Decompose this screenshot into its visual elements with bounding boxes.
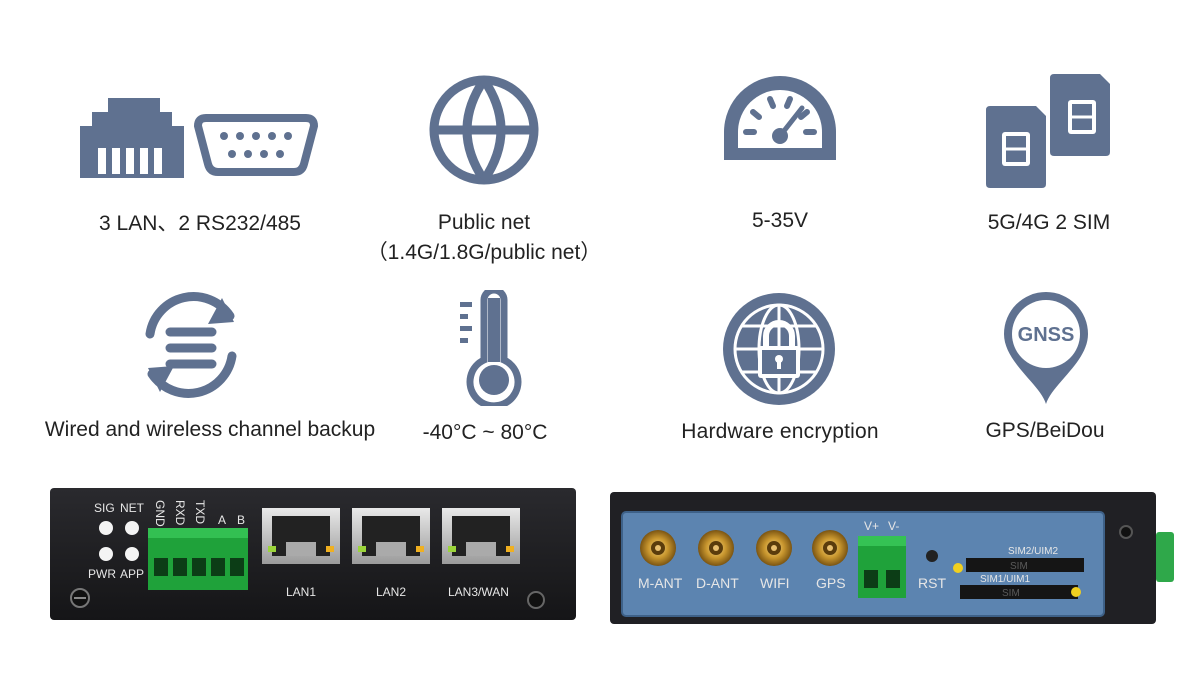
led-label-sig: SIG xyxy=(94,501,115,515)
sim2-label: SIM2/UIM2 xyxy=(1008,546,1058,557)
sim1-slot-text: SIM xyxy=(1002,588,1020,599)
gnss-pin-icon: GNSS xyxy=(1004,292,1088,404)
feature-label-gps: GPS/BeiDou xyxy=(985,419,1105,442)
pin-label-txd: TXD xyxy=(193,500,207,524)
led-pwr xyxy=(99,547,113,561)
feature-sublabel-public-net: （1.4G/1.8G/public net） xyxy=(366,241,602,264)
encryption-lock-globe-icon xyxy=(723,293,835,405)
led-label-pwr: PWR xyxy=(88,567,116,581)
led-label-net: NET xyxy=(120,501,145,515)
speedometer-icon xyxy=(724,76,836,160)
pin-label-gnd: GND xyxy=(153,500,167,527)
feature-label-voltage: 5-35V xyxy=(751,209,809,232)
lan3-wan-port[interactable] xyxy=(442,508,520,564)
led-net xyxy=(125,521,139,535)
sim1-label: SIM1/UIM1 xyxy=(980,574,1030,585)
pin-label-b: B xyxy=(237,513,245,527)
feature-label-ports: 3 LAN、2 RS232/485 xyxy=(99,212,301,235)
lan2-port[interactable] xyxy=(352,508,430,564)
lan1-port[interactable] xyxy=(262,508,340,564)
feature-label-temperature: -40°C ~ 80°C xyxy=(422,421,548,444)
led-sig xyxy=(99,521,113,535)
antenna-label-wifi: WIFI xyxy=(760,575,790,591)
sync-backup-icon xyxy=(145,292,237,398)
device-front-panel: SIG NET PWR APP GND RXD TXD A B LAN1 LAN… xyxy=(50,488,576,620)
led-app xyxy=(125,547,139,561)
d-ant-connector[interactable] xyxy=(698,530,734,566)
port-label-lan2: LAN2 xyxy=(376,585,406,599)
side-terminal xyxy=(1156,532,1174,582)
gps-connector[interactable] xyxy=(812,530,848,566)
power-label-vplus: V+ xyxy=(864,519,879,533)
sim2-slot-text: SIM xyxy=(1010,561,1028,572)
sim2-slot[interactable] xyxy=(966,558,1084,572)
globe-icon xyxy=(429,75,539,185)
device-rear-panel: M-ANT D-ANT WIFI GPS V+ V- RST SIM2/UIM2… xyxy=(610,492,1174,624)
pin-label-rxd: RXD xyxy=(173,500,187,526)
ethernet-serial-ports-icon xyxy=(80,98,319,178)
feature-label-sim: 5G/4G 2 SIM xyxy=(987,211,1111,234)
dual-sim-icon xyxy=(986,74,1110,188)
thermometer-icon xyxy=(460,290,522,406)
reset-label: RST xyxy=(918,575,946,591)
m-ant-connector[interactable] xyxy=(640,530,676,566)
port-label-lan3-wan: LAN3/WAN xyxy=(448,585,509,599)
feature-label-encryption: Hardware encryption xyxy=(681,420,879,443)
rs485-terminal-block xyxy=(148,528,248,590)
gnss-badge-text: GNSS xyxy=(1018,324,1075,346)
pin-label-a: A xyxy=(218,513,226,527)
reset-button[interactable] xyxy=(926,550,938,562)
led-label-app: APP xyxy=(120,567,144,581)
power-terminal xyxy=(858,536,906,598)
port-label-lan1: LAN1 xyxy=(286,585,316,599)
antenna-label-m-ant: M-ANT xyxy=(638,575,683,591)
feature-label-backup: Wired and wireless channel backup xyxy=(44,418,376,441)
sim1-slot[interactable] xyxy=(960,585,1078,599)
power-label-vminus: V- xyxy=(888,519,899,533)
feature-label-public-net: Public net xyxy=(437,211,531,234)
antenna-label-gps: GPS xyxy=(816,575,846,591)
wifi-connector[interactable] xyxy=(756,530,792,566)
antenna-label-d-ant: D-ANT xyxy=(696,575,739,591)
